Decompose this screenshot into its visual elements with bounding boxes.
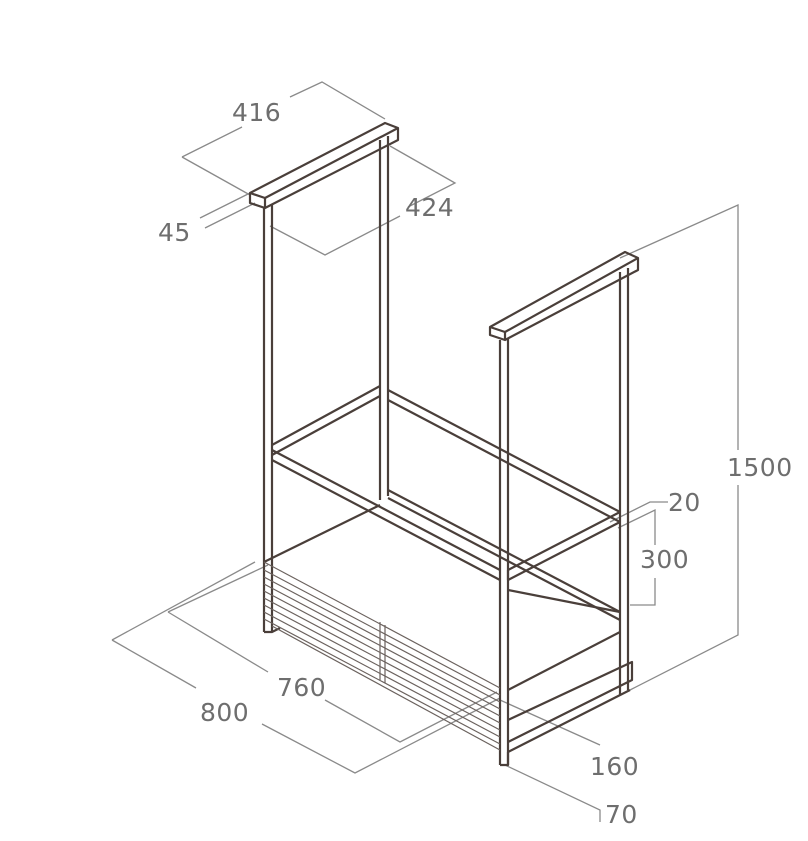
bottom-rail-foot bbox=[500, 752, 510, 767]
dim-800-line-b bbox=[111, 639, 197, 689]
label-45: 45 bbox=[158, 218, 191, 247]
upper-rail-back-b bbox=[387, 399, 621, 523]
dim-1500-line bbox=[619, 203, 739, 450]
label-416: 416 bbox=[232, 98, 282, 127]
upper-rail-front-b bbox=[271, 459, 501, 581]
shelf-left-edge bbox=[263, 504, 381, 563]
dimension-lines bbox=[111, 81, 739, 822]
dim-1500-line-b bbox=[629, 485, 739, 691]
dim-800-line-c bbox=[261, 697, 501, 774]
dim-760-line-b bbox=[167, 611, 269, 673]
left-top-bar-edge-b bbox=[264, 127, 399, 199]
dim-760-line bbox=[167, 564, 269, 613]
dim-70-line bbox=[504, 764, 601, 822]
slat-2 bbox=[263, 576, 501, 703]
slat-9 bbox=[271, 625, 501, 751]
slat-4 bbox=[263, 590, 501, 717]
dim-424-line bbox=[389, 145, 457, 208]
right-top-bar-edge bbox=[489, 325, 506, 334]
upper-rail-right bbox=[507, 511, 621, 571]
bottom-rail-right-b bbox=[507, 689, 631, 753]
label-20: 20 bbox=[668, 488, 701, 517]
label-1500: 1500 bbox=[727, 453, 793, 482]
upper-rail-left bbox=[271, 385, 381, 446]
label-70: 70 bbox=[605, 800, 638, 829]
slat-8 bbox=[263, 618, 501, 745]
slat-7 bbox=[263, 611, 501, 738]
dim-45-line-b bbox=[204, 202, 256, 229]
left-top-bar bbox=[248, 121, 400, 210]
dim-20-line bbox=[609, 501, 668, 523]
dim-760-line-c bbox=[324, 691, 498, 743]
mid-rail-back bbox=[387, 489, 621, 613]
shelf-right-edge bbox=[507, 631, 621, 691]
slat-5 bbox=[263, 597, 501, 724]
mid-rail-side bbox=[507, 588, 621, 614]
dim-416-ext bbox=[181, 156, 251, 196]
label-300: 300 bbox=[640, 545, 690, 574]
dim-424-line-b bbox=[269, 215, 401, 256]
dim-300-line bbox=[630, 578, 656, 606]
label-160: 160 bbox=[590, 752, 640, 781]
label-760: 760 bbox=[277, 673, 327, 702]
plinth-slats bbox=[263, 561, 501, 751]
frame-structure bbox=[248, 121, 640, 767]
dim-800-line bbox=[111, 561, 256, 641]
slat-1 bbox=[263, 569, 501, 696]
dim-416-line bbox=[181, 126, 243, 158]
dim-20-line-b bbox=[617, 508, 656, 545]
label-424: 424 bbox=[405, 193, 455, 222]
right-top-bar-edge-b bbox=[504, 257, 639, 333]
left-top-bar-edge bbox=[249, 191, 266, 200]
right-top-bar bbox=[488, 250, 640, 342]
upper-rail-left-b bbox=[271, 395, 381, 456]
plinth-front-top bbox=[263, 561, 501, 689]
upper-rail-front bbox=[271, 449, 501, 571]
label-800: 800 bbox=[200, 698, 250, 727]
dim-45-line bbox=[199, 192, 251, 219]
bottom-rail-right bbox=[507, 660, 634, 743]
mid-rail-back-b bbox=[387, 497, 621, 621]
dim-160-line bbox=[499, 699, 601, 746]
slat-3 bbox=[263, 583, 501, 710]
dim-416-line-b bbox=[289, 81, 386, 120]
upper-rail-right-b bbox=[507, 521, 621, 581]
slat-6 bbox=[263, 604, 501, 731]
upper-rail-back bbox=[387, 389, 621, 513]
